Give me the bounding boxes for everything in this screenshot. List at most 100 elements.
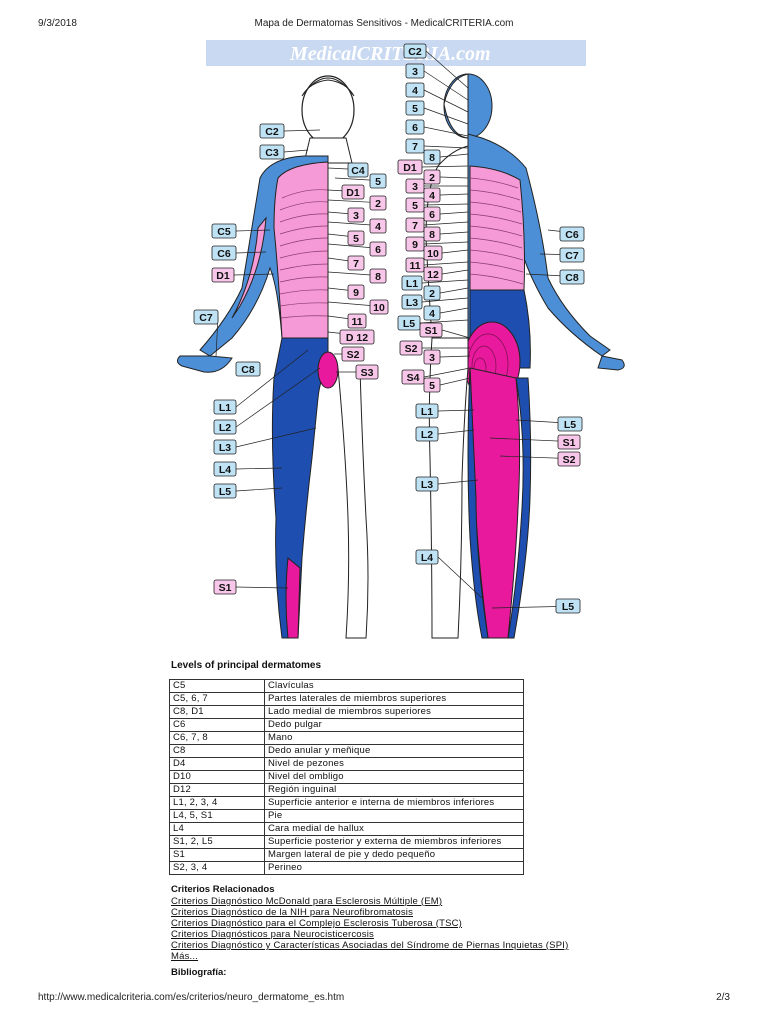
dermatome-label: 3 — [423, 349, 471, 365]
dermatome-label: L2 — [213, 367, 321, 435]
level-cell: L4, 5, S1 — [169, 809, 265, 823]
footer-url: http://www.medicalcriteria.com/es/criter… — [38, 992, 345, 1003]
back-figure — [425, 73, 625, 639]
logo-text: MedicalCRITERIA.com — [289, 43, 491, 65]
dermatome-label: S3 — [336, 364, 379, 380]
svg-text:C5: C5 — [217, 226, 231, 238]
related-link[interactable]: Criterios Diagnósticos para Neurocistice… — [171, 929, 374, 940]
svg-text:L3: L3 — [219, 442, 231, 454]
dermatome-label: 2 — [423, 285, 469, 301]
svg-text:4: 4 — [429, 190, 435, 202]
svg-text:11: 11 — [409, 260, 420, 272]
related-link[interactable]: Más... — [171, 951, 199, 962]
dermatome-label: 4 — [327, 218, 387, 234]
svg-text:C2: C2 — [265, 126, 279, 138]
description-cell: Margen lateral de pie y dedo pequeño — [264, 848, 524, 862]
related-link[interactable]: Criterios Diagnóstico McDonald para Escl… — [171, 896, 443, 907]
dermatome-label: L1 — [213, 349, 309, 415]
svg-text:5: 5 — [353, 233, 359, 245]
svg-text:6: 6 — [429, 209, 435, 221]
related-title: Criterios Relacionados — [171, 884, 275, 895]
description-cell: Dedo anular y meñique — [264, 744, 524, 758]
svg-text:12: 12 — [427, 269, 439, 281]
description-cell: Superficie posterior y externa de miembr… — [264, 835, 524, 849]
dermatome-label: C8 — [235, 361, 261, 377]
description-cell: Mano — [264, 731, 524, 745]
dermatome-label: C5 — [211, 223, 271, 239]
dermatome-label: C3 — [259, 144, 309, 160]
level-cell: C5, 6, 7 — [169, 692, 265, 706]
svg-text:10: 10 — [373, 302, 385, 314]
svg-text:5: 5 — [412, 103, 418, 115]
dermatome-label: L5 — [213, 483, 283, 499]
svg-text:L1: L1 — [421, 406, 433, 418]
related-link[interactable]: Criterios Diagnóstico y Características … — [171, 940, 569, 951]
svg-text:2: 2 — [375, 198, 381, 210]
dermatome-label: L3 — [213, 427, 317, 455]
svg-text:8: 8 — [429, 152, 435, 164]
level-cell: C8, D1 — [169, 705, 265, 719]
svg-text:7: 7 — [412, 141, 418, 153]
svg-text:C4: C4 — [351, 165, 365, 177]
dermatome-label: L1 — [401, 275, 469, 291]
svg-text:7: 7 — [353, 258, 359, 270]
dermatome-label: 6 — [405, 119, 469, 137]
svg-text:5: 5 — [429, 380, 435, 392]
dermatome-label: C8 — [525, 269, 585, 285]
dermatome-label: 5 — [334, 173, 387, 189]
description-cell: Región inguinal — [264, 783, 524, 797]
related-link[interactable]: Criterios Diagnóstico para el Complejo E… — [171, 918, 463, 929]
dermatome-label: 10 — [423, 245, 469, 261]
level-cell: C8 — [169, 744, 265, 758]
dermatome-label: 11 — [327, 313, 367, 329]
svg-text:3: 3 — [353, 210, 359, 222]
dermatome-label: 6 — [327, 241, 387, 257]
print-header: 9/3/2018 Mapa de Dermatomas Sensitivos -… — [38, 18, 730, 29]
dermatome-label: S2 — [499, 451, 581, 467]
level-cell: S1 — [169, 848, 265, 862]
dermatome-label: 3 — [327, 207, 365, 223]
svg-text:2: 2 — [429, 172, 435, 184]
dermatome-label: 4 — [423, 305, 469, 321]
level-cell: L1, 2, 3, 4 — [169, 796, 265, 810]
dermatome-label: 2 — [327, 195, 387, 211]
dermatome-label: 3 — [405, 178, 468, 194]
level-cell: L4 — [169, 822, 265, 836]
related-link[interactable]: Criterios Diagnóstico de la NIH para Neu… — [171, 907, 414, 918]
svg-text:L4: L4 — [421, 552, 433, 564]
svg-text:S1: S1 — [425, 325, 438, 337]
dermatome-label: S1 — [489, 434, 581, 450]
dermatome-label: C4 — [327, 162, 369, 178]
level-cell: C6 — [169, 718, 265, 732]
print-title: Mapa de Dermatomas Sensitivos - MedicalC… — [254, 18, 514, 29]
svg-text:8: 8 — [375, 271, 381, 283]
dermatome-label: D 12 — [327, 329, 375, 345]
svg-text:S2: S2 — [405, 343, 418, 355]
dermatome-label: 12 — [423, 266, 469, 282]
dermatome-label: 3 — [405, 63, 469, 101]
dermatome-label: 9 — [327, 284, 365, 300]
dermatome-label: 8 — [423, 226, 469, 242]
svg-text:D 12: D 12 — [346, 332, 368, 344]
svg-text:10: 10 — [427, 248, 439, 260]
svg-text:4: 4 — [375, 221, 381, 233]
svg-text:11: 11 — [351, 316, 362, 328]
description-cell: Cara medial de hallux — [264, 822, 524, 836]
print-date: 9/3/2018 — [38, 18, 77, 29]
svg-text:9: 9 — [353, 287, 359, 299]
dermatome-label: 5 — [405, 197, 469, 213]
dermatome-label: C6 — [547, 226, 585, 242]
svg-text:S3: S3 — [361, 367, 374, 379]
dermatome-label: C7 — [539, 247, 585, 263]
dermatome-label: S1 — [213, 579, 289, 595]
dermatome-label: C6 — [211, 245, 267, 261]
description-cell: Lado medial de miembros superiores — [264, 705, 524, 719]
level-cell: C5 — [169, 679, 265, 693]
